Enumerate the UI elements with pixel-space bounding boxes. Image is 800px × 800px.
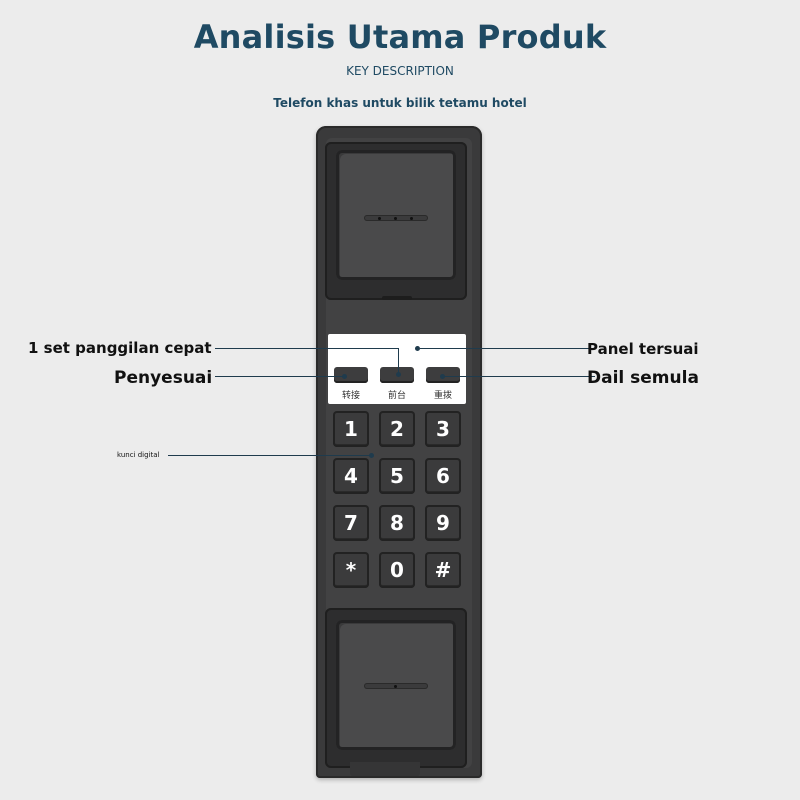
mouthpiece-grille: [364, 683, 428, 689]
page-title: Analisis Utama Produk: [193, 18, 607, 56]
page-subtitle: KEY DESCRIPTION: [346, 64, 454, 78]
key-5[interactable]: 5: [379, 458, 415, 494]
key-4[interactable]: 4: [333, 458, 369, 494]
transfer-button[interactable]: [334, 367, 368, 383]
redial-leader: [445, 376, 595, 377]
base-tab: [350, 762, 420, 776]
speed-dial-leader-drop: [398, 348, 399, 374]
earpiece-notch: [382, 296, 412, 300]
key-9[interactable]: 9: [425, 505, 461, 541]
key-1[interactable]: 1: [333, 411, 369, 447]
speed-dial-leader: [215, 348, 399, 349]
digital-keys-pointer: [369, 453, 374, 458]
speed-dial-pointer: [396, 372, 401, 377]
customize-pointer: [342, 374, 347, 379]
key-star[interactable]: *: [333, 552, 369, 588]
digital-keys-leader: [168, 455, 370, 456]
customize-annotation: Penyesuai: [114, 368, 213, 388]
key-0[interactable]: 0: [379, 552, 415, 588]
transfer-label: 转接: [341, 391, 360, 401]
key-7[interactable]: 7: [333, 505, 369, 541]
product-caption: Telefon khas untuk bilik tetamu hotel: [273, 96, 527, 110]
redial-pointer: [440, 374, 445, 379]
digital-keys-annotation: kunci digital: [117, 451, 160, 459]
key-6[interactable]: 6: [425, 458, 461, 494]
custom-panel-annotation: Panel tersuai: [587, 340, 699, 358]
key-hash[interactable]: #: [425, 552, 461, 588]
key-3[interactable]: 3: [425, 411, 461, 447]
redial-annotation: Dail semula: [587, 368, 699, 388]
customize-leader: [215, 376, 345, 377]
earpiece-grille: [364, 215, 428, 221]
front-desk-label: 前台: [387, 391, 406, 401]
redial-label: 重拨: [433, 391, 452, 401]
custom-panel-pointer: [415, 346, 420, 351]
key-8[interactable]: 8: [379, 505, 415, 541]
key-2[interactable]: 2: [379, 411, 415, 447]
custom-panel-leader: [420, 348, 596, 349]
speed-dial-annotation: 1 set panggilan cepat: [28, 339, 212, 357]
